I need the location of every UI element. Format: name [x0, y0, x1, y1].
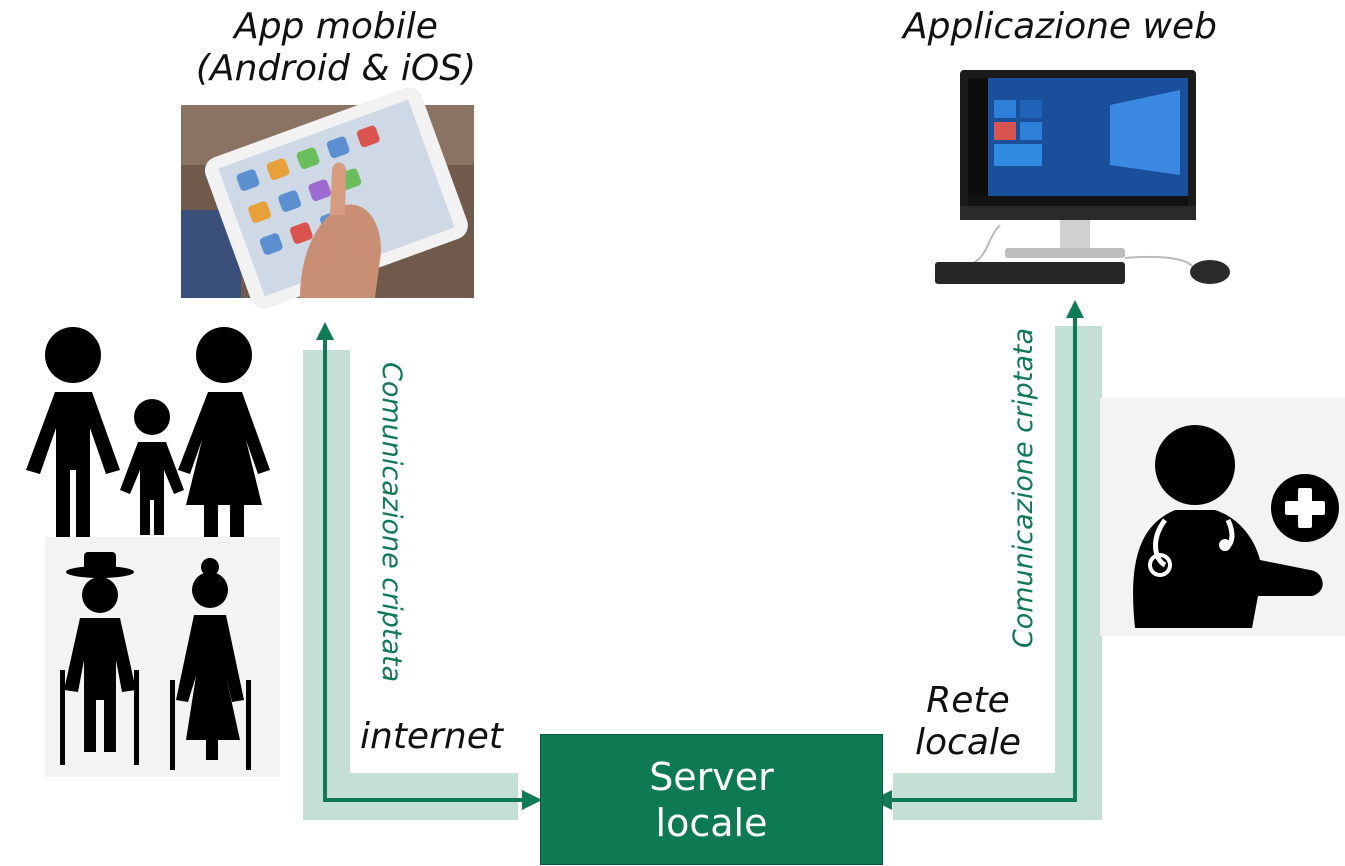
arrowheads [316, 300, 1084, 810]
mobile-app-title-line2: (Android & iOS) [195, 48, 477, 89]
arrowhead-right-to-server [522, 790, 542, 810]
desktop-computer-photo-icon [935, 70, 1230, 284]
local-server-box: Server locale [540, 734, 883, 865]
right-band-horizontal [893, 773, 1102, 820]
right-arrow-line [884, 316, 1077, 802]
server-label-line1: Server [649, 754, 774, 799]
encrypted-link-label-left: Comunicazione criptata [376, 362, 407, 683]
mobile-app-title: App mobile (Android & iOS) [0, 6, 672, 90]
family-icon [26, 327, 270, 538]
left-band-horizontal [303, 773, 518, 820]
web-app-title: Applicazione web [903, 6, 1217, 47]
local-network-label-line1: Rete [926, 680, 1010, 721]
encrypted-link-label-right: Comunicazione criptata [1008, 328, 1039, 649]
mobile-app-title-line1: App mobile [234, 6, 438, 47]
local-network-label-line2: locale [915, 722, 1022, 763]
arrowhead-up-right [1066, 300, 1084, 318]
local-network-label: Rete locale [915, 680, 1021, 764]
right-band-vertical [1055, 326, 1102, 820]
tablet-photo-icon [181, 87, 474, 309]
arrowhead-up-left [316, 322, 334, 340]
left-arrow-line [323, 338, 532, 802]
elderly-couple-icon [45, 537, 280, 777]
server-label-line2: locale [655, 800, 768, 845]
medical-plus-icon [1271, 474, 1339, 542]
internet-label: internet [360, 716, 503, 757]
connection-arrows [323, 316, 1077, 802]
